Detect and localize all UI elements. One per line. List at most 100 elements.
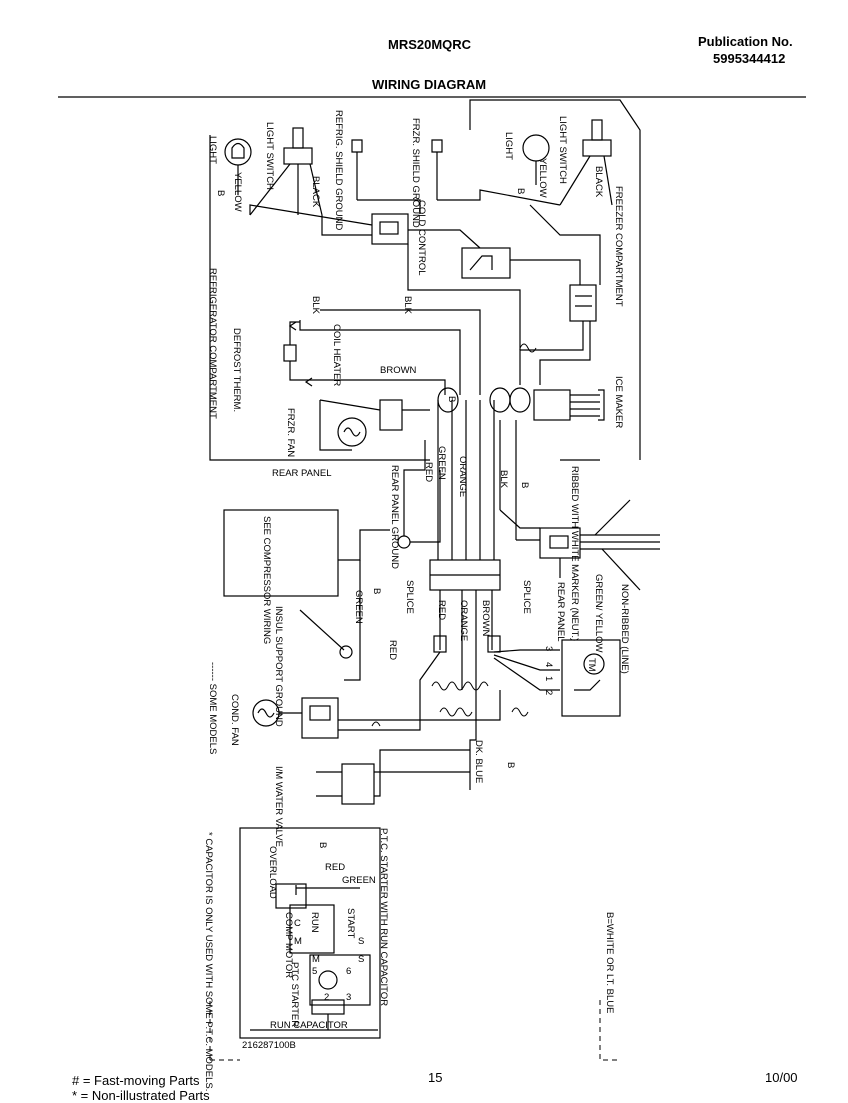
legend-fast-moving: # = Fast-moving Parts	[72, 1073, 200, 1088]
cond-fan-connector	[301, 697, 339, 739]
red-label-1: RED	[423, 462, 434, 482]
freezer-connector	[569, 284, 597, 322]
terminal-6: 6	[346, 966, 351, 977]
red-label-2: RED	[436, 600, 447, 620]
rear-panel-label: REAR PANEL	[272, 468, 331, 479]
dk-blue-label: DK. BLUE	[473, 740, 484, 783]
capacitor-note-label: * CAPACITOR IS ONLY USED WITH SOME P.T.C…	[203, 832, 214, 1091]
red-ptc-label: RED	[325, 862, 345, 873]
publication-label: Publication No.	[698, 34, 793, 49]
yellow-left-label: YELLOW	[232, 172, 243, 212]
b-marker-6: B	[505, 762, 516, 768]
revision-date: 10/00	[765, 1070, 798, 1085]
refrig-light-label: LIGHT	[207, 136, 218, 164]
cold-control	[461, 247, 511, 279]
freezer-compartment-label: FREEZER COMPARTMENT	[613, 186, 624, 307]
tm-terminal-1: 1	[543, 676, 554, 681]
blk-label-2: BLK	[402, 296, 413, 315]
rear-panel-2-label: REAR PANEL	[555, 582, 566, 641]
b-marker-2: B	[515, 188, 526, 194]
freezer-fan-motor	[337, 417, 367, 447]
terminal-2: 2	[324, 992, 329, 1003]
model-number: MRS20MQRC	[388, 37, 472, 52]
some-models-label: ------ SOME MODELS	[207, 662, 218, 754]
tm-label: TM	[586, 658, 597, 672]
yellow-right-label: YELLOW	[537, 158, 548, 198]
b-marker-1: B	[215, 190, 226, 196]
terminal-s-2: S	[358, 954, 364, 965]
blk-label-1: BLK	[310, 296, 321, 315]
ptc-starter	[309, 954, 371, 1006]
green-yellow-label: GREEN/ YELLOW	[593, 574, 604, 653]
overload-label: OVERLOAD	[267, 846, 278, 899]
green-label-1: GREEN	[436, 446, 447, 480]
ice-maker-label: ICE MAKER	[613, 376, 624, 428]
defrost-therm	[283, 344, 297, 362]
refrig-light-switch	[292, 127, 304, 149]
terminal-5: 5	[312, 966, 317, 977]
timer-motor	[583, 653, 605, 675]
terminal-s-1: S	[358, 936, 364, 947]
refrig-light-switch-label: LIGHT SWITCH	[264, 122, 275, 190]
frzr-shield-ground-label: FRZR. SHIELD GROUND	[410, 118, 421, 228]
non-ribbed-label: NON-RIBBED (LINE)	[619, 584, 630, 674]
cold-control-label: COLD CONTROL	[416, 200, 427, 275]
defrost-therm-label: DEFROST THERM.	[231, 328, 242, 412]
water-valve	[341, 763, 375, 805]
frzr-fan-label: FRZR. FAN	[285, 408, 296, 457]
brown-top-label: BROWN	[380, 365, 417, 376]
upper-left-connector	[371, 213, 409, 245]
b-marker-5: B	[371, 588, 382, 594]
freezer-light-switch-label: LIGHT SWITCH	[557, 116, 568, 184]
ptc-starter-box	[239, 827, 381, 1039]
terminal-m-2: M	[312, 954, 320, 965]
ptc-starter-label: PTC STARTER	[289, 962, 300, 1027]
tm-terminal-4: 4	[543, 662, 554, 667]
b-marker-3: B	[446, 396, 457, 402]
b-color-note: B=WHITE OR LT. BLUE	[604, 912, 615, 1013]
cond-fan-label: COND. FAN	[229, 694, 240, 746]
see-compressor-wiring-box	[223, 509, 339, 597]
see-compressor-wiring-label: SEE COMPRESSOR WIRING	[261, 516, 272, 644]
ptc-title-label: P.T.C. STARTER WITH RUN CAPACITOR	[378, 828, 389, 1006]
im-water-valve-label: I/M WATER VALVE	[273, 766, 284, 847]
green-label-2: GREEN	[353, 590, 364, 624]
insul-support-ground-screw	[339, 645, 353, 659]
b-marker-4: B	[519, 482, 530, 488]
publication-number: 5995344412	[713, 51, 786, 66]
orange-label-2: ORANGE	[458, 600, 469, 641]
insul-support-ground-label: INSUL SUPPORT GROUND	[273, 606, 284, 727]
rear-panel-ground-label: REAR PANEL GROUND	[389, 465, 400, 569]
splice-right-label: SPLICE	[521, 580, 532, 614]
page-number: 15	[428, 1070, 443, 1085]
run-label: RUN	[309, 912, 320, 933]
terminal-3: 3	[346, 992, 351, 1003]
freezer-light-switch	[591, 119, 603, 141]
red-label-3: RED	[387, 640, 398, 660]
refrigerator-compartment-label: REFRIGERATOR COMPARTMENT	[207, 268, 218, 419]
green-ptc-label: GREEN	[342, 875, 376, 886]
b-marker-7: B	[317, 842, 328, 848]
comp-motor	[289, 904, 335, 954]
terminal-m-1: M	[294, 936, 302, 947]
tm-terminal-2: 2	[543, 690, 554, 695]
orange-label-1: ORANGE	[457, 456, 468, 497]
page-title: WIRING DIAGRAM	[372, 77, 487, 92]
legend-non-illustrated: * = Non-illustrated Parts	[72, 1088, 210, 1103]
splice-left-label: SPLICE	[404, 580, 415, 614]
black-right-label: BLACK	[593, 166, 604, 198]
tm-terminal-3: 3	[543, 646, 554, 651]
ribbed-label: RIBBED WITH WHITE MARKER (NEUT.)	[569, 466, 580, 641]
blk-label-3: BLK	[498, 470, 509, 489]
run-capacitor-label: RUN CAPACITOR	[270, 1020, 348, 1031]
comp-motor-label: COMP MOTOR	[283, 912, 294, 978]
freezer-light-label: LIGHT	[503, 132, 514, 160]
defrost-timer	[561, 639, 621, 717]
black-left-label: BLACK	[310, 176, 321, 208]
doc-number: 216287100B	[242, 1040, 296, 1051]
refrig-shield-ground-label: REFRIG. SHIELD GROUND	[333, 110, 344, 230]
terminal-c: C	[294, 918, 301, 929]
ice-maker-connector	[533, 389, 571, 421]
brown-label-2: BROWN	[480, 600, 491, 637]
